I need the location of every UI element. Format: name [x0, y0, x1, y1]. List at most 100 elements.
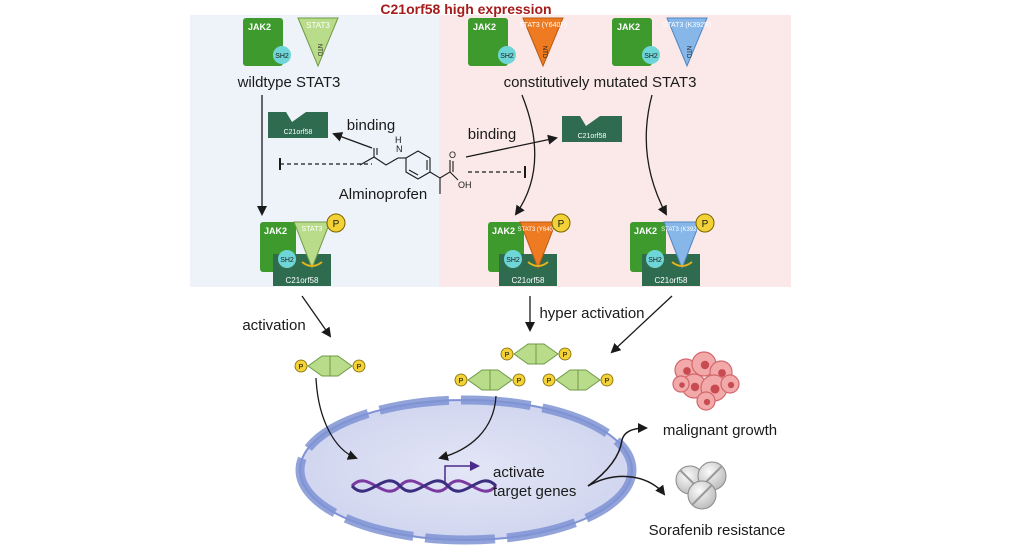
dimer-entry-arrow-left — [315, 377, 358, 460]
c21orf58-label: C21orf58 — [578, 133, 607, 140]
stat3-k392r-label: STAT3 (K392R) — [661, 227, 703, 233]
binding-label-right: binding — [468, 126, 516, 143]
phospho-label: P — [547, 378, 552, 385]
sh2-domain — [273, 46, 291, 64]
c21orf58-shape — [562, 116, 622, 142]
jak2-label: JAK2 — [617, 22, 640, 32]
activation-arrow — [301, 295, 332, 338]
stat3-y640f-label: STAT3 (Y640F) — [517, 227, 558, 233]
phospho-circle — [695, 213, 715, 233]
c21orf58-label: C21orf58 — [286, 276, 319, 285]
sh2-label: SH2 — [280, 257, 294, 264]
phospho-circle — [352, 359, 366, 373]
phospho-label: P — [702, 219, 709, 230]
ntd-label: NTD — [316, 44, 322, 57]
drug-label: Alminoprofen — [339, 186, 427, 203]
k392r-stat3-complex: JAK2 SH2 STAT3 (K392R) NTD — [612, 17, 712, 68]
chem-o: O — [449, 150, 456, 160]
tumor-nucleus — [700, 360, 710, 370]
chem-oh: OH — [458, 180, 472, 190]
jak2-label: JAK2 — [634, 226, 657, 236]
sh2-label: SH2 — [275, 53, 289, 60]
stat3-k392r-triangle — [666, 17, 708, 68]
binding-clamp — [301, 261, 323, 267]
phospho-circle — [500, 347, 514, 361]
c21orf58-left: C21orf58 — [268, 112, 328, 138]
tumor-nucleus — [683, 367, 691, 375]
sh2-label: SH2 — [500, 53, 514, 60]
phospho-label: P — [299, 364, 304, 371]
y640f-activation-arrow — [514, 94, 536, 216]
malignant-growth-label: malignant growth — [663, 422, 777, 439]
jak2-block — [243, 18, 283, 66]
sh2-label: SH2 — [506, 257, 520, 264]
stat3-k392r-label: STAT3 (K392R) — [663, 22, 712, 29]
tumor-nucleus — [690, 382, 700, 392]
tumor-nucleus — [710, 384, 720, 394]
alminoprofen-structure — [359, 148, 459, 194]
tumor-cluster-icon — [672, 351, 740, 411]
phospho-label: P — [459, 378, 464, 385]
phospho-label: P — [517, 378, 522, 385]
sh2-domain — [642, 46, 660, 64]
sorafenib-arrow — [587, 475, 666, 496]
phospho-label: P — [357, 364, 362, 371]
stat3-wt-triangle — [297, 17, 339, 68]
sh2-label: SH2 — [648, 257, 662, 264]
tumor-nucleus — [718, 369, 726, 377]
binding-arrow-left — [332, 132, 373, 149]
jak2-label: JAK2 — [473, 22, 496, 32]
c21orf58-shape — [268, 112, 328, 138]
k392r-activated-complex: JAK2 C21orf58 SH2 STAT3 (K392R) P — [630, 213, 715, 286]
stat3-label: STAT3 — [302, 226, 323, 233]
c21orf58-right: C21orf58 — [562, 116, 622, 142]
sh2-label: SH2 — [644, 53, 658, 60]
phospho-circle — [558, 347, 572, 361]
tumor-nucleus — [703, 398, 711, 406]
phospho-circle — [512, 373, 526, 387]
phospho-circle — [454, 373, 468, 387]
y640f-stat3-complex: JAK2 SH2 STAT3 (Y640F) NTD — [468, 17, 567, 68]
phospho-label: P — [505, 352, 510, 359]
jak2-block — [612, 18, 652, 66]
chem-h: H — [395, 135, 402, 145]
sorafenib-resistance-label: Sorafenib resistance — [649, 522, 786, 539]
nuclear-envelope — [295, 395, 637, 545]
nucleus — [295, 395, 637, 545]
stat3-y640f-triangle — [519, 221, 557, 270]
tumor-nucleus — [727, 381, 735, 389]
jak2-label: JAK2 — [264, 226, 287, 236]
binding-clamp — [671, 261, 693, 267]
phospho-circle — [294, 359, 308, 373]
ntd-label: NTD — [685, 46, 691, 59]
jak2-block — [468, 18, 508, 66]
phospho-label: P — [333, 219, 340, 230]
phospho-circle — [600, 373, 614, 387]
inhibition-left — [279, 158, 372, 170]
stat3-wt-triangle — [293, 221, 331, 270]
jak2-label: JAK2 — [492, 226, 515, 236]
jak2-label: JAK2 — [248, 22, 271, 32]
ntd-label: NTD — [541, 46, 547, 59]
sh2-domain — [504, 250, 522, 268]
phospho-circle — [551, 213, 571, 233]
transcription-arrow — [444, 461, 480, 484]
sh2-domain — [278, 250, 296, 268]
malignant-arrow — [587, 423, 648, 487]
sh2-domain — [646, 250, 664, 268]
c21orf58-label: C21orf58 — [284, 129, 313, 136]
dimer-entry-arrow-right — [438, 395, 497, 461]
wildtype-stat3-complex: JAK2 SH2 STAT3 NTD — [243, 17, 339, 68]
phospho-label: P — [563, 352, 568, 359]
binding-clamp — [527, 261, 549, 267]
dna-helix — [350, 479, 498, 493]
wildtype-label: wildtype STAT3 — [237, 74, 341, 91]
stat3-k392r-triangle — [663, 221, 701, 270]
tumor-nucleus — [679, 382, 685, 388]
c21orf58-label: C21orf58 — [512, 276, 545, 285]
activate-label: activate — [493, 464, 545, 481]
binding-label-left: binding — [347, 117, 395, 134]
phospho-circle — [326, 213, 346, 233]
